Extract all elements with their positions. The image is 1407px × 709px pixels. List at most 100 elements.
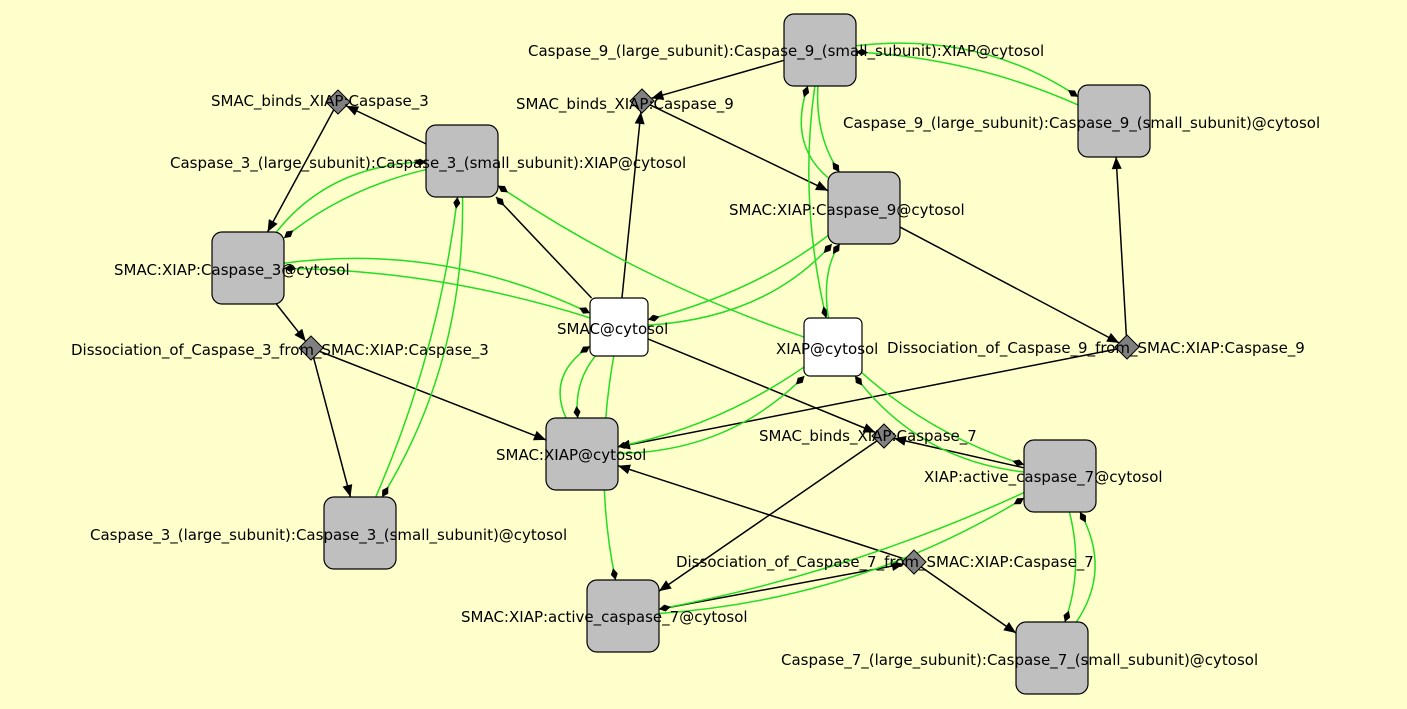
complex-node-smacxiapc9[interactable]: [827, 171, 901, 245]
label-layer: Caspase_9_(large_subunit):Caspase_9_(sma…: [71, 42, 1320, 670]
diamond-head-icon: [284, 230, 294, 239]
node-label-c7: Caspase_7_(large_subunit):Caspase_7_(sma…: [781, 651, 1258, 670]
diamond-head-icon: [802, 86, 810, 98]
modifier-edge: [800, 85, 829, 179]
complex-node-c9[interactable]: [1077, 84, 1151, 158]
node-label-smacxiapc3: SMAC:XIAP:Caspase_3@cytosol: [114, 261, 350, 280]
node-label-smacxiapc9: SMAC:XIAP:Caspase_9@cytosol: [729, 201, 965, 220]
modifier-edge: [283, 267, 591, 319]
arrowhead-icon: [618, 464, 631, 475]
node-label-c9xiap: Caspase_9_(large_subunit):Caspase_9_(sma…: [528, 42, 1044, 61]
diamond-head-icon: [496, 197, 505, 206]
diamond-head-icon: [573, 406, 581, 418]
complex-node-smacxiap[interactable]: [545, 417, 619, 491]
reaction-edge: [266, 109, 335, 233]
reaction-node-r-c7[interactable]: [871, 423, 897, 449]
arrowhead-icon: [267, 219, 278, 232]
diamond-head-icon: [821, 306, 829, 318]
arrowhead-icon: [1111, 157, 1122, 170]
node-label-c3: Caspase_3_(large_subunit):Caspase_3_(sma…: [90, 526, 567, 545]
modifier-edge: [1075, 511, 1096, 623]
arrowhead-icon: [815, 180, 828, 191]
reaction-edge: [312, 357, 352, 498]
modifier-edge: [617, 375, 805, 455]
modifier-edge: [861, 372, 1025, 466]
arrowhead-icon: [342, 484, 353, 497]
modifier-edge: [658, 497, 1025, 615]
arrowhead-icon: [893, 436, 907, 446]
modifier-edge: [808, 85, 827, 319]
modifier-edge: [854, 375, 1025, 473]
complex-node-c9xiap[interactable]: [783, 13, 857, 87]
modifier-edge: [855, 51, 1079, 106]
diamond-head-icon: [414, 158, 426, 166]
modifier-edge: [647, 243, 833, 326]
node-label-smacxiap: SMAC:XIAP@cytosol: [496, 446, 646, 464]
diamond-head-icon: [382, 486, 389, 497]
reaction-node-r-c9[interactable]: [629, 88, 655, 114]
species-node-smac[interactable]: [589, 297, 649, 357]
node-layer: [211, 13, 1151, 695]
reaction-edge: [651, 59, 785, 100]
diamond-head-icon: [856, 48, 868, 56]
arrowhead-icon: [659, 580, 672, 592]
diamond-head-icon: [284, 264, 296, 272]
modifier-edge: [647, 235, 829, 321]
node-label-r-c3: SMAC_binds_XIAP:Caspase_3: [211, 92, 429, 111]
complex-node-c7[interactable]: [1015, 621, 1089, 695]
complex-node-c3xiap[interactable]: [425, 124, 499, 198]
modifier-edge: [283, 257, 591, 314]
node-label-smac: SMAC@cytosol: [557, 320, 668, 338]
reaction-node-r-d3[interactable]: [298, 335, 324, 361]
diamond-head-icon: [823, 244, 832, 253]
complex-node-smacxiapc7[interactable]: [586, 579, 660, 653]
diamond-head-icon: [1013, 498, 1024, 505]
reaction-edge: [617, 348, 1118, 448]
diamond-head-icon: [1079, 512, 1086, 523]
modifier-edge: [375, 196, 459, 498]
reaction-edge: [899, 226, 1120, 344]
node-label-xiapc7: XIAP:active_caspase_7@cytosol: [924, 468, 1163, 487]
arrowhead-icon: [651, 90, 665, 100]
reaction-node-r-d9[interactable]: [1114, 334, 1140, 360]
modifier-edge: [283, 168, 427, 239]
node-label-c3xiap: Caspase_3_(large_subunit):Caspase_3_(sma…: [170, 154, 686, 173]
diamond-head-icon: [795, 376, 805, 385]
arrowhead-icon: [346, 105, 360, 116]
diamond-head-icon: [832, 244, 840, 254]
diamond-head-icon: [610, 568, 618, 580]
diamond-head-icon: [1068, 90, 1078, 97]
reaction-edge: [617, 464, 906, 560]
arrowhead-icon: [891, 561, 904, 571]
diamond-head-icon: [648, 314, 660, 322]
diamond-head-icon: [1063, 610, 1071, 622]
diamond-head-icon: [832, 162, 840, 172]
node-label-r-c7: SMAC_binds_XIAP:Caspase_7: [759, 427, 977, 446]
complex-node-c3[interactable]: [323, 496, 397, 570]
reaction-edge: [319, 350, 547, 441]
modifier-edge: [275, 161, 427, 233]
node-label-r-c9: SMAC_binds_XIAP:Caspase_9: [516, 95, 734, 114]
arrowhead-icon: [634, 111, 645, 125]
reaction-node-r-d7[interactable]: [901, 549, 927, 575]
arrowhead-icon: [533, 430, 546, 441]
modifier-edge: [855, 42, 1079, 98]
species-node-xiap[interactable]: [803, 317, 863, 377]
complex-node-smacxiapc3[interactable]: [211, 231, 285, 305]
modifier-edge: [1064, 511, 1077, 623]
node-label-r-d7: Dissociation_of_Caspase_7_from_SMAC:XIAP…: [676, 553, 1094, 572]
reaction-node-r-c3[interactable]: [325, 89, 351, 115]
node-label-c9: Caspase_9_(large_subunit):Caspase_9_(sma…: [843, 114, 1320, 133]
diamond-head-icon: [579, 346, 590, 353]
node-label-r-d9: Dissociation_of_Caspase_9_from_SMAC:XIAP…: [887, 339, 1305, 358]
modifier-edge: [497, 184, 805, 338]
diamond-head-icon: [659, 604, 671, 612]
complex-node-xiapc7[interactable]: [1023, 439, 1097, 513]
diamond-head-icon: [854, 376, 863, 386]
arrowhead-icon: [862, 423, 876, 433]
diamond-head-icon: [1012, 459, 1024, 467]
diamond-head-icon: [498, 185, 508, 193]
reaction-edge: [647, 338, 876, 434]
